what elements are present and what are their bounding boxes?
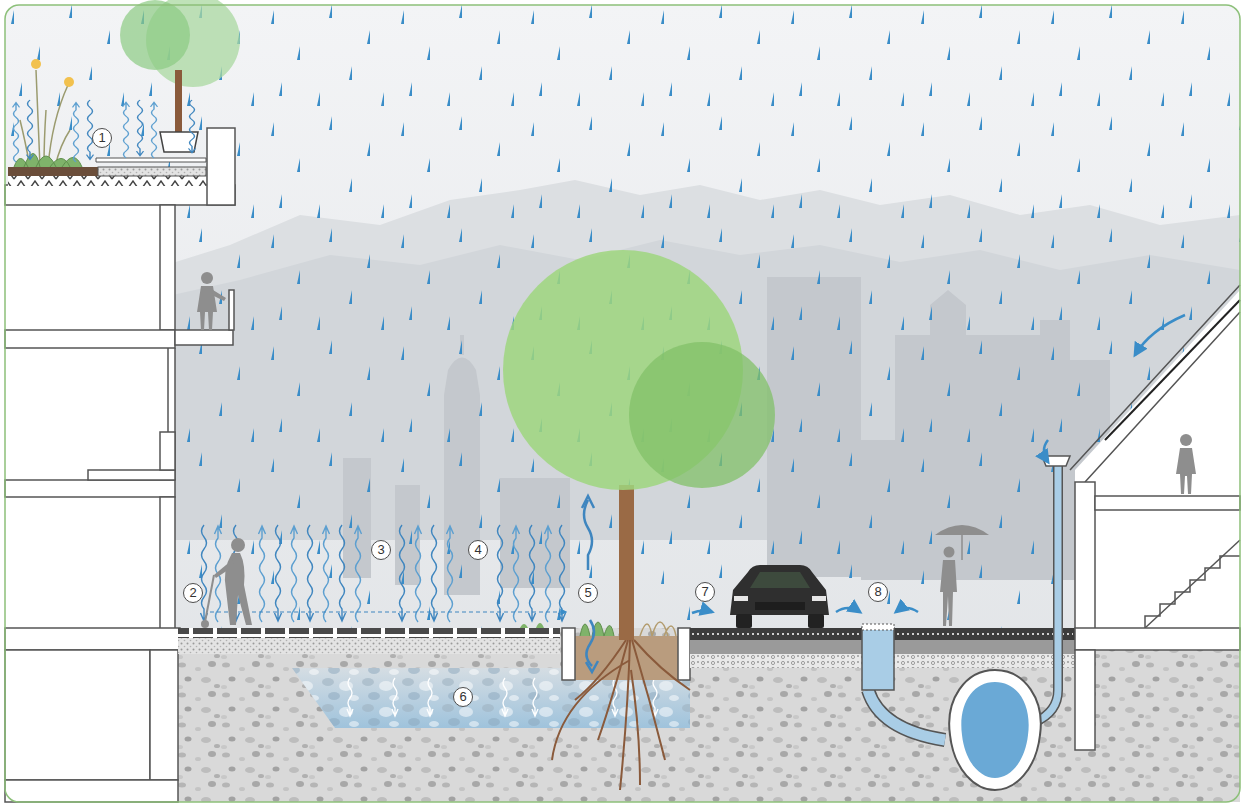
balcony-figure — [197, 272, 226, 330]
runoff-arrows — [692, 315, 1185, 613]
callout-number: 1 — [92, 128, 112, 148]
callout-number: 6 — [453, 687, 473, 707]
green-roof — [8, 0, 240, 186]
umbrella-figure — [935, 525, 989, 626]
frame — [5, 5, 1240, 802]
evaporation-infiltration-waves — [201, 525, 567, 622]
evaporation-waves — [13, 100, 196, 162]
permeable-paving — [178, 623, 560, 654]
callout-number: 8 — [868, 582, 888, 602]
sewer-system — [862, 456, 1070, 790]
callout-number: 7 — [695, 582, 715, 602]
callout-number: 5 — [578, 583, 598, 603]
right-building — [1070, 285, 1240, 750]
left-building — [5, 128, 235, 802]
gardener-figure — [201, 538, 252, 628]
street-tree — [503, 250, 775, 790]
sky — [5, 5, 1240, 802]
callout-number: 2 — [183, 583, 203, 603]
callout-number: 3 — [371, 540, 391, 560]
car — [730, 565, 829, 628]
callout-number: 4 — [468, 540, 488, 560]
